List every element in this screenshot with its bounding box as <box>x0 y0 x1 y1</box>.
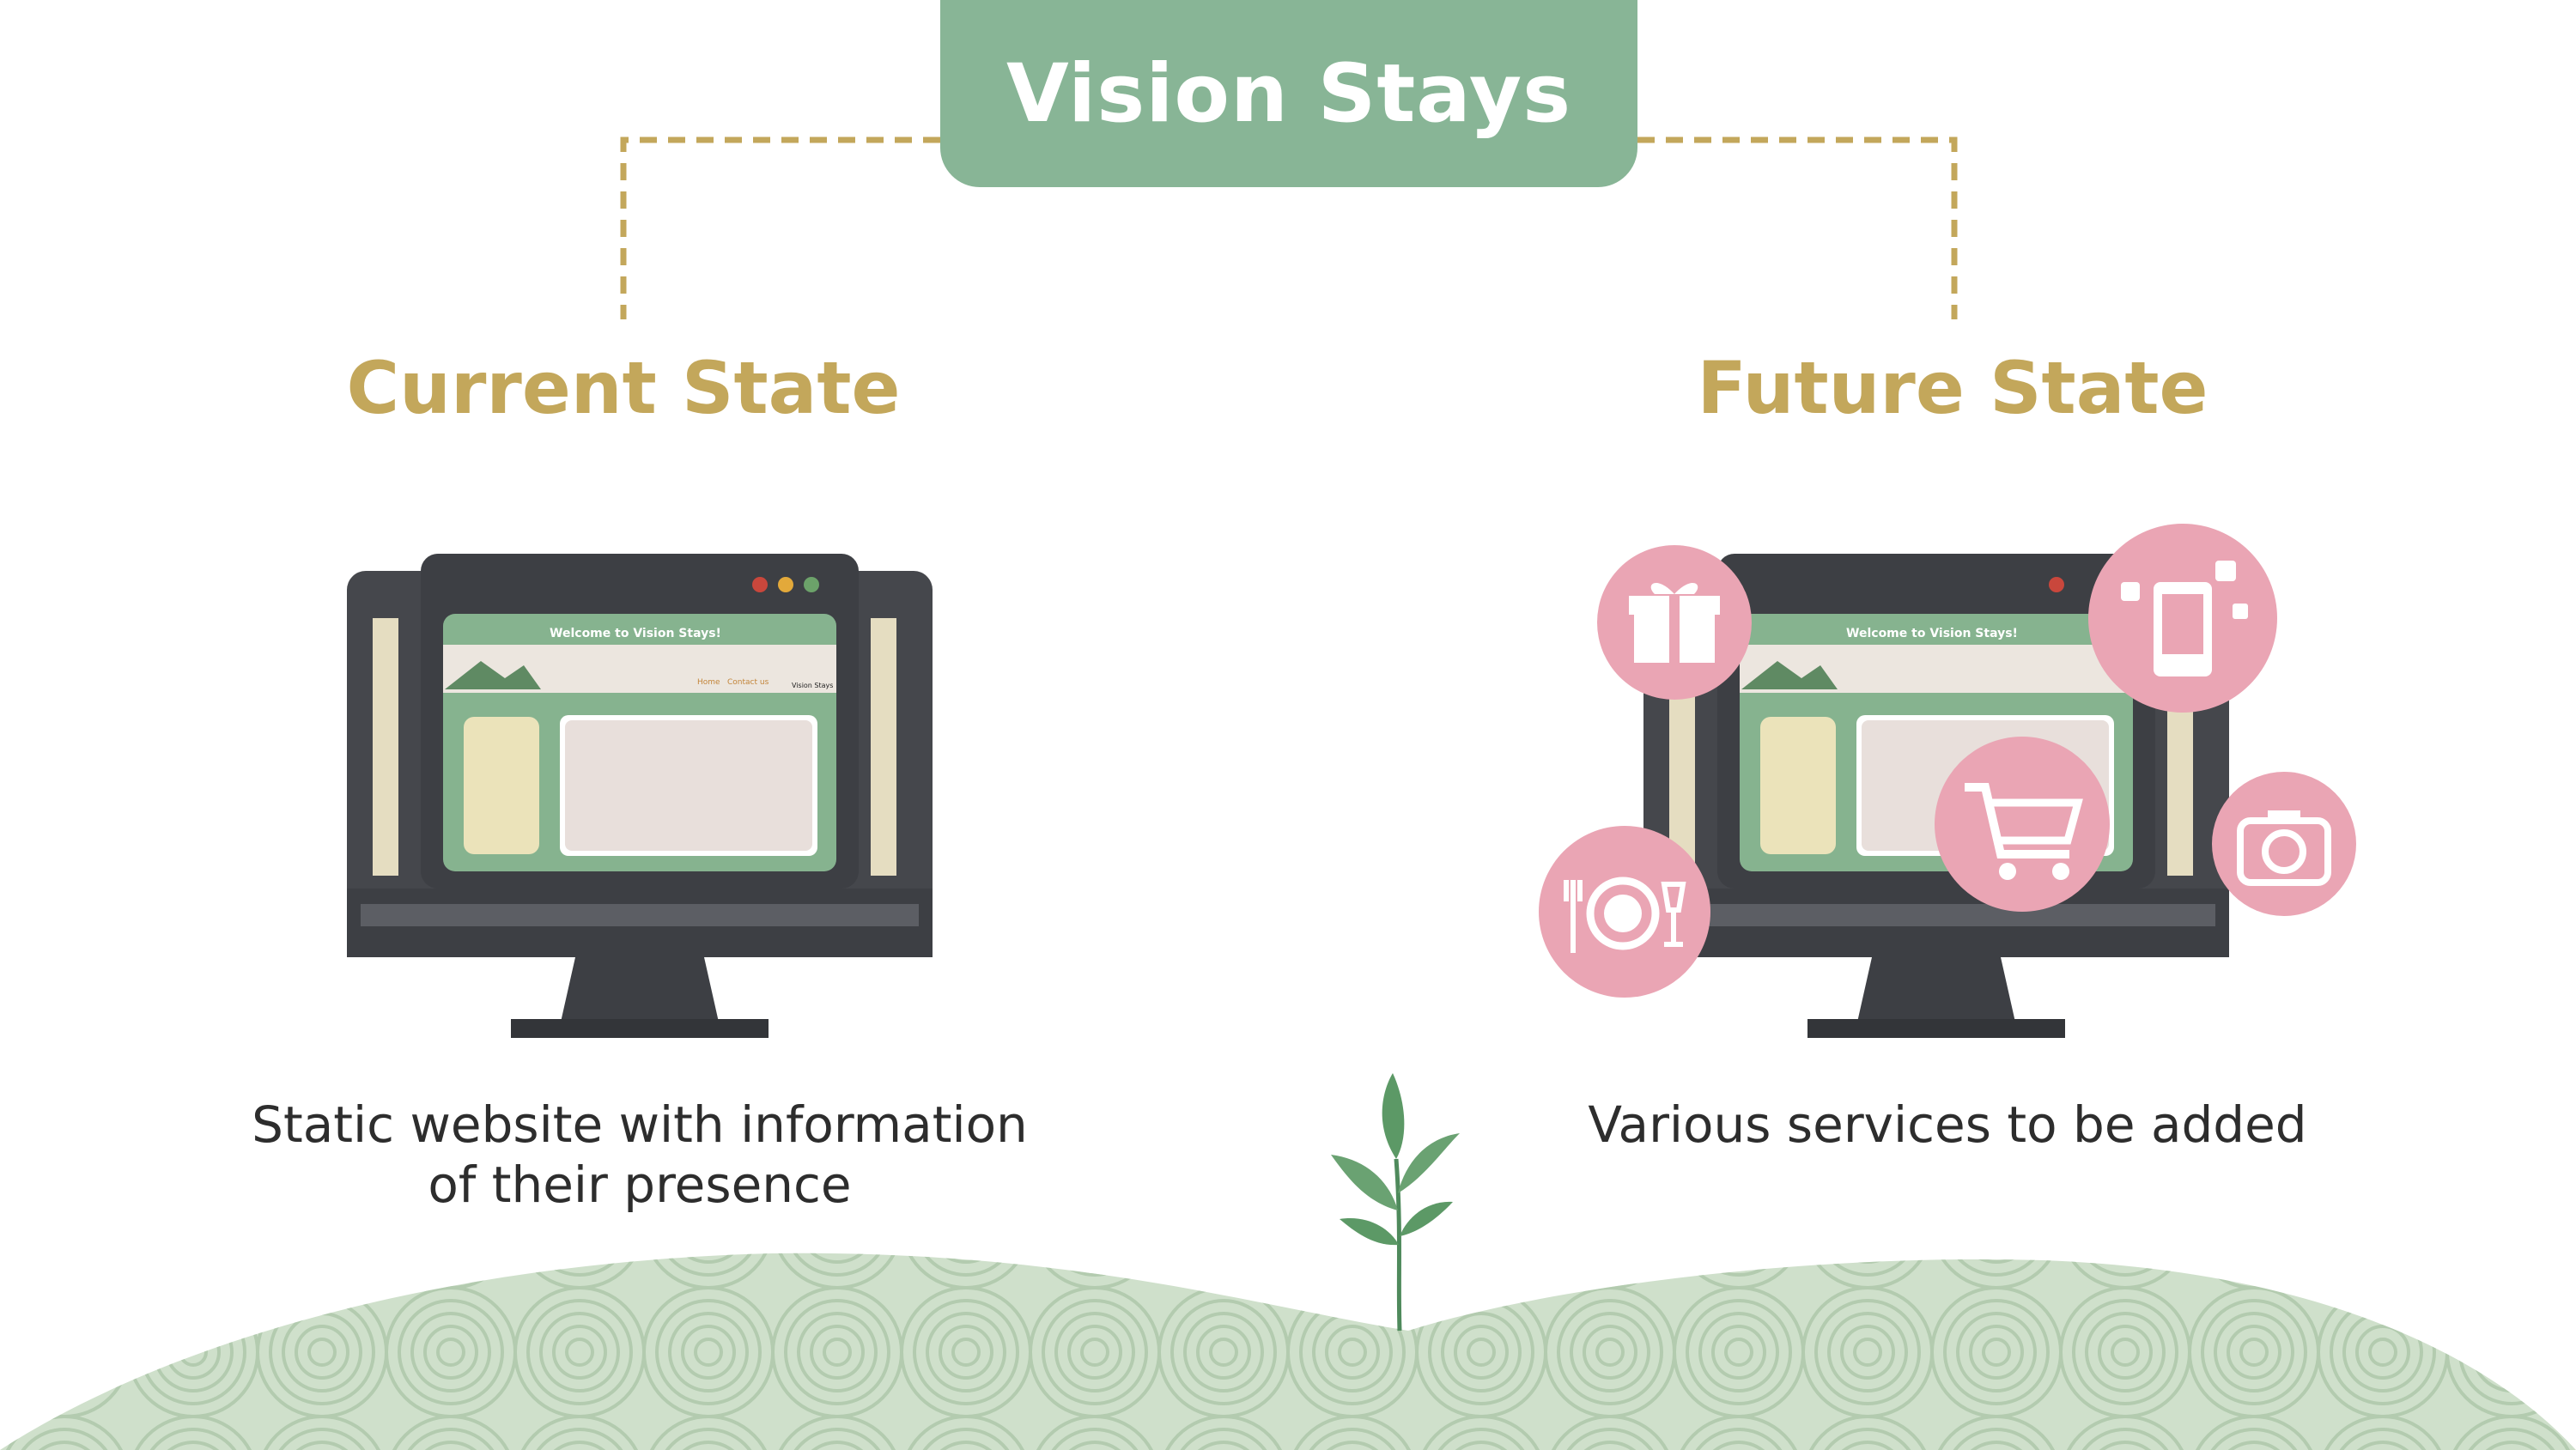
connector-lines <box>620 137 1958 319</box>
gift-icon <box>1597 545 1752 700</box>
current-state-monitor: Welcome to Vision Stays! Home Contact us… <box>347 554 933 1038</box>
future-state-title: Future State <box>1697 346 2208 430</box>
mobile-apps-icon <box>2088 524 2277 713</box>
screen-nav-home: Home <box>697 678 720 687</box>
sprout-illustration <box>1331 1073 1460 1332</box>
current-state-title: Current State <box>346 346 901 430</box>
screen-brand: Vision Stays <box>792 682 833 689</box>
camera-icon <box>2212 772 2356 916</box>
screen-nav-contact: Contact us <box>727 678 769 687</box>
future-state-caption: Various services to be added <box>1588 1095 2307 1154</box>
current-state-caption: Static website with information of their… <box>210 1095 1069 1215</box>
dining-icon <box>1539 826 1710 998</box>
page-title: Vision Stays <box>1005 46 1572 141</box>
current-caption-line1: Static website with information <box>252 1095 1028 1154</box>
screen-banner: Welcome to Vision Stays! <box>550 627 721 640</box>
hills-illustration <box>0 1253 2576 1450</box>
current-caption-line2: of their presence <box>428 1156 852 1214</box>
screen-banner-future: Welcome to Vision Stays! <box>1846 627 2018 640</box>
shopping-cart-icon <box>1935 737 2110 912</box>
title-box: Vision Stays <box>940 0 1637 187</box>
